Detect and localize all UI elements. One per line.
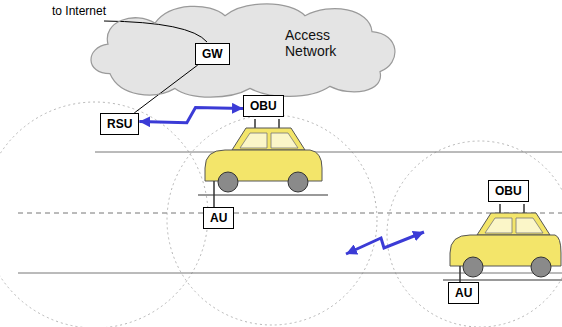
coverage-circle <box>387 141 562 327</box>
internet-link <box>104 21 207 42</box>
cloud-outline <box>91 4 395 97</box>
unit-name: OBU <box>250 99 277 113</box>
unit-name: RSU <box>107 117 132 131</box>
car <box>198 119 328 207</box>
coverage-circle <box>0 102 208 327</box>
wired-link <box>134 65 198 113</box>
application-unit-box: AU <box>203 207 234 229</box>
onboard-unit-box: OBU <box>243 95 284 117</box>
coverage-circle <box>167 115 377 325</box>
unit-name: AU <box>210 211 227 225</box>
road-edge <box>95 152 562 153</box>
unit-name: OBU <box>495 184 522 198</box>
onboard-unit-box: OBU <box>488 180 529 202</box>
network-name: Access Network <box>285 27 351 59</box>
access-network-cloud: Access NetworkGW <box>80 0 400 100</box>
cloud-fill <box>91 4 395 97</box>
roadside-unit-box: RSU <box>100 113 139 135</box>
unit-name: GW <box>202 47 223 61</box>
internet-label: to Internet <box>52 4 106 18</box>
application-unit-box: AU <box>448 282 479 304</box>
wireless-link <box>139 107 243 122</box>
road-center <box>18 213 562 214</box>
wireless-link <box>346 232 424 254</box>
unit-name: AU <box>455 286 472 300</box>
car <box>443 204 562 282</box>
gateway-box: GW <box>195 43 230 65</box>
cloud-outline <box>80 0 400 100</box>
